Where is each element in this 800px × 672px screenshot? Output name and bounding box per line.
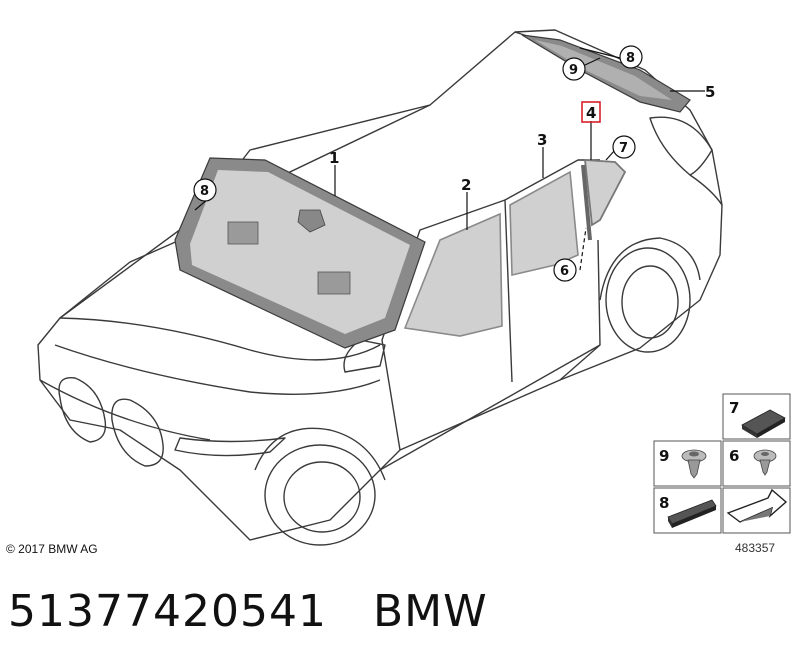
screw-icon [681,449,707,479]
part-number: 51377420541 [8,586,327,637]
guide-rail [581,164,592,241]
callout-4: 4 [586,104,596,122]
callout-9-circle [562,57,586,81]
callout-1: 1 [329,149,339,167]
bolt-icon [753,449,777,476]
rear-window-glass [521,34,691,113]
diagram-id: 483357 [735,541,776,555]
callout-8-roof: 8 [626,51,635,66]
callout-2: 2 [461,176,471,194]
legend-label-9: 9 [659,447,669,465]
windshield-glass [174,157,426,349]
foam-pad-icon [741,409,786,438]
callout-6-circle [553,258,577,282]
part-caption: 51377420541 BMW [8,586,488,637]
callout-8-windshield: 8 [200,184,209,199]
callout-3: 3 [537,131,547,149]
legend-label-6: 6 [729,447,739,465]
callout-7-circle [612,135,636,159]
brand-name: BMW [372,586,488,637]
legend-cell-9 [653,440,722,487]
leader-9 [584,57,601,66]
callout-8-windshield-circle [193,178,217,202]
callout-4-highlight-box [581,101,601,123]
callout-8-roof-circle [619,45,643,69]
side-window-glass [583,159,627,227]
copyright-text: © 2017 BMW AG [6,542,98,556]
legend-label-7: 7 [729,399,739,417]
leader-8-roof [579,47,621,59]
legend-label-8: 8 [659,494,669,512]
callout-5: 5 [705,83,715,101]
callout-7: 7 [619,141,628,156]
legend-cell-6 [722,440,791,487]
direction-arrow-icon [726,488,788,523]
callout-9: 9 [569,63,578,78]
car-body [37,29,723,546]
seal-strip-icon [667,499,717,528]
front-door-glass [403,212,503,337]
callout-6: 6 [560,264,569,279]
leader-6 [579,227,587,271]
